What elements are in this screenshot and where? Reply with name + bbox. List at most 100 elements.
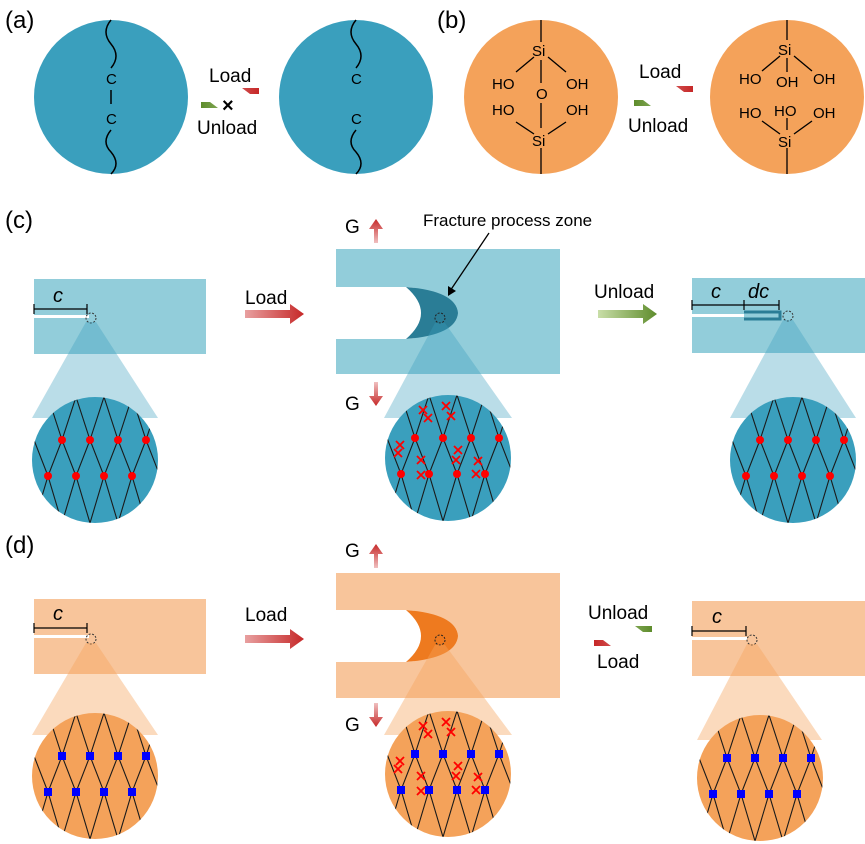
network-chain — [801, 397, 817, 523]
unload-label: Unload — [197, 118, 257, 139]
crack-tip-marker — [746, 634, 758, 646]
unload-label: Unload — [594, 282, 654, 303]
crosslink-dot — [756, 436, 764, 444]
polymer-chain-circle-broken — [279, 20, 433, 174]
network-chain — [690, 397, 704, 523]
network-chain — [676, 397, 690, 523]
network-chain — [853, 715, 865, 841]
crosslink-square — [481, 786, 489, 794]
crosslink-dot — [467, 434, 475, 442]
network-chain — [359, 395, 373, 521]
network-chain — [740, 715, 756, 841]
broken-carbon-top: C — [351, 71, 362, 88]
broken-bond-mark — [471, 469, 481, 479]
crosslink-dot — [439, 434, 447, 442]
crosslink-square — [100, 788, 108, 796]
network-chain — [456, 711, 472, 837]
load-arrow — [245, 629, 304, 649]
unload-arrow — [598, 304, 657, 324]
network-chain — [643, 715, 657, 841]
network-chain — [428, 395, 444, 521]
network-chain — [385, 395, 388, 521]
network-chain — [704, 397, 718, 523]
initial-crack — [34, 315, 89, 318]
network-chain — [470, 395, 486, 521]
network-chain — [385, 711, 388, 837]
network-chain — [730, 397, 733, 523]
chain-wave-top — [105, 19, 117, 69]
crosslink-square — [467, 750, 475, 758]
crack-length-dimension — [33, 304, 88, 314]
crosslink-square — [709, 790, 717, 798]
zoom-cone — [384, 645, 512, 735]
broken-bond-mark — [395, 440, 405, 450]
oh-bottom-right: OH — [566, 102, 589, 119]
network-chain — [160, 397, 174, 523]
load-back-label: Load — [597, 652, 639, 673]
polymer-network-after-unload — [676, 397, 856, 523]
crosslink-dot — [453, 470, 461, 478]
network-chain — [174, 713, 188, 839]
unload-label: Unload — [588, 603, 648, 624]
broken-bond-mark — [418, 721, 428, 731]
annotation-arrow-head — [448, 286, 456, 296]
network-chain — [89, 713, 105, 839]
broken-ho-left-bottom: HO — [739, 105, 762, 122]
crosslink-square — [779, 754, 787, 762]
load-arrow-forward — [200, 88, 259, 94]
crosslink-dot — [425, 470, 433, 478]
crack-length-symbol: c — [53, 603, 63, 625]
carbon-atom-top: C — [106, 71, 117, 88]
network-chain — [768, 715, 784, 841]
network-chain — [89, 397, 105, 523]
broken-bond-mark — [446, 727, 456, 737]
broken-bond-mark — [446, 411, 456, 421]
zoom-cone — [384, 323, 512, 418]
network-chain — [484, 711, 500, 837]
crosslink-square — [793, 790, 801, 798]
network-chain — [629, 715, 643, 841]
g-bottom-label: G — [345, 394, 360, 415]
crosslink-dot — [128, 472, 136, 480]
network-chain — [331, 395, 345, 521]
broken-ho-middle-bottom: HO — [774, 103, 797, 120]
network-chain — [47, 397, 63, 523]
unload-label: Unload — [628, 116, 688, 137]
crosslink-square — [425, 786, 433, 794]
crosslink-dot — [798, 472, 806, 480]
crosslink-dot — [58, 436, 66, 444]
crack-dimensions — [691, 300, 780, 310]
crosslink-dot — [784, 436, 792, 444]
network-chain — [202, 713, 216, 839]
broken-bond-mark — [418, 405, 428, 415]
crosslink-dot — [742, 472, 750, 480]
network-zoom-damaged — [385, 711, 511, 837]
network-chain — [470, 711, 486, 837]
crosslink-dot — [397, 470, 405, 478]
crosslink-square — [807, 754, 815, 762]
zoom-cone — [32, 643, 158, 735]
original-crack — [692, 314, 744, 317]
load-arrow-forward — [634, 86, 693, 92]
panel-b-label: (b) — [437, 7, 466, 34]
unload-arrow-reverse — [201, 102, 260, 108]
network-chain — [400, 395, 416, 521]
network-chain — [317, 711, 331, 837]
broken-chain-wave-top — [350, 19, 362, 69]
network-chain — [131, 713, 147, 839]
crosslink-square — [723, 754, 731, 762]
broken-si-top: Si — [778, 42, 791, 59]
crosslink-dot — [72, 472, 80, 480]
network-chain — [32, 397, 35, 523]
network-chain — [160, 713, 174, 839]
load-label: Load — [209, 66, 251, 87]
g-top-label: G — [345, 541, 360, 562]
broken-bond-mark — [473, 772, 483, 782]
crosslink-dot — [86, 436, 94, 444]
load-arrow — [245, 304, 304, 324]
network-chain — [456, 395, 472, 521]
broken-bond-mark — [441, 401, 451, 411]
network-chain — [117, 713, 133, 839]
crack-tip-marker — [782, 310, 794, 322]
network-chain — [671, 715, 685, 841]
